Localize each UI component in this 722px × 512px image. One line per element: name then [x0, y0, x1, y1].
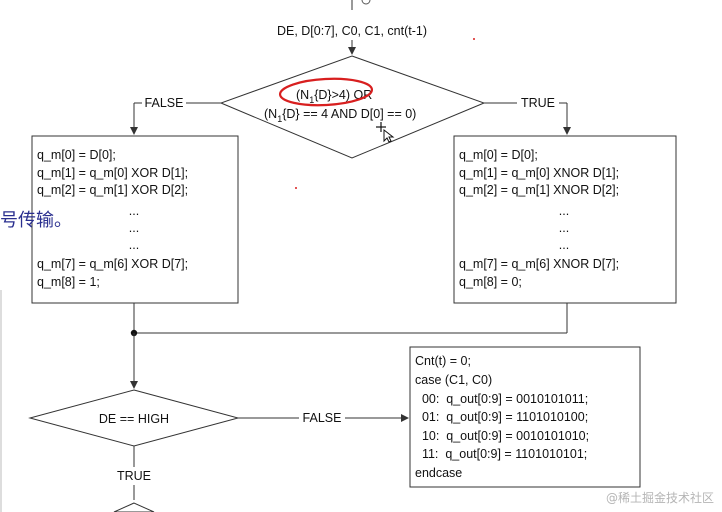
case-line: 00: q_out[0:9] = 0010101011;	[415, 392, 588, 406]
case-line: Cnt(t) = 0;	[415, 354, 471, 368]
decision1-diamond	[219, 55, 486, 159]
side-text: 号传输。	[0, 210, 72, 231]
false-label-2: FALSE	[303, 411, 342, 425]
xnor-ellipsis: ...	[559, 221, 569, 235]
top-connector-circle	[361, 0, 371, 5]
xnor-line: q_m[7] = q_m[6] XNOR D[7];	[459, 257, 619, 271]
next-diamond-top	[113, 502, 155, 512]
xnor-ellipsis: ...	[559, 204, 569, 218]
xnor-box	[453, 135, 677, 304]
decision1-line2: (N1{D} == 4 AND D[0] == 0)	[264, 107, 416, 124]
xor-box	[31, 135, 239, 304]
red-annotation-circle	[278, 77, 374, 107]
decision2-label: DE == HIGH	[99, 412, 169, 426]
inputs-label: DE, D[0:7], C0, C1, cnt(t-1)	[277, 24, 427, 38]
xor-ellipsis: ...	[129, 204, 139, 218]
cursor-move-icon	[376, 122, 395, 143]
case-line: case (C1, C0)	[415, 373, 492, 387]
xnor-line: q_m[1] = q_m[0] XNOR D[1];	[459, 166, 619, 180]
watermark: @稀土掘金技术社区	[605, 491, 714, 505]
stray-mark	[295, 187, 297, 189]
xor-line: q_m[0] = D[0];	[37, 148, 116, 162]
xor-line: q_m[2] = q_m[1] XOR D[2];	[37, 183, 188, 197]
true-label-1: TRUE	[521, 96, 555, 110]
case-line: 11: q_out[0:9] = 1101010101;	[415, 447, 587, 461]
case-box	[409, 346, 641, 488]
case-line: 01: q_out[0:9] = 1101010100;	[415, 410, 588, 424]
xnor-ellipsis: ...	[559, 238, 569, 252]
xor-ellipsis: ...	[129, 238, 139, 252]
xor-line: q_m[7] = q_m[6] XOR D[7];	[37, 257, 188, 271]
false-label-1: FALSE	[145, 96, 184, 110]
xor-line: q_m[1] = q_m[0] XOR D[1];	[37, 166, 188, 180]
xor-ellipsis: ...	[129, 221, 139, 235]
stray-mark	[473, 38, 475, 40]
xnor-line: q_m[2] = q_m[1] XNOR D[2];	[459, 183, 619, 197]
xnor-line: q_m[8] = 0;	[459, 275, 522, 289]
decision1-line1: (N1{D}>4) OR	[296, 88, 372, 105]
xor-line: q_m[8] = 1;	[37, 275, 100, 289]
case-line: 10: q_out[0:9] = 0010101010;	[415, 429, 589, 443]
xnor-line: q_m[0] = D[0];	[459, 148, 538, 162]
true-label-2: TRUE	[117, 469, 151, 483]
case-line: endcase	[415, 466, 462, 480]
